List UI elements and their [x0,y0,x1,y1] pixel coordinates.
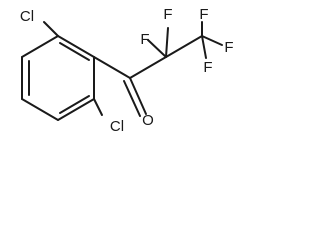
cf2-cf3-bond [165,35,203,58]
cf2-f-right-bond [165,27,169,58]
ring-bond-3 [57,98,95,121]
carbonyl-bond [129,77,147,115]
cl-bottom-bond [93,98,103,116]
cf3-f-bottom-bond [201,35,207,59]
ring-bond-1 [57,35,95,58]
ring-bond-6 [21,35,59,58]
cf2-f-left-bond [147,39,167,58]
atom-label-cl-top: Cl [20,8,34,25]
aryl-carbonyl-bond [93,56,131,79]
benzene-ring [21,35,95,121]
ring-bond-3-inner [59,95,90,114]
atom-label-f-cf3-top: F [199,6,208,23]
carbonyl-bond-second [123,80,141,117]
cf3-f-right-bond [201,35,223,46]
carbonyl-cf2-bond [129,56,167,79]
cl-top-bond [43,21,59,37]
atom-label-oxygen: O [142,112,154,129]
atom-label-f-cf3-bottom: F [203,59,212,76]
atom-label-f-cf3-right: F [224,39,233,56]
atom-label-cl-bottom: Cl [110,118,124,135]
atom-label-f-cf2-top: F [163,6,172,23]
ring-bond-1-inner [59,42,90,61]
chemical-structure-diagram: Cl Cl O F F F F F [20,6,234,135]
ring-bond-4 [21,98,59,121]
atom-label-f-cf2-left: F [140,31,149,48]
